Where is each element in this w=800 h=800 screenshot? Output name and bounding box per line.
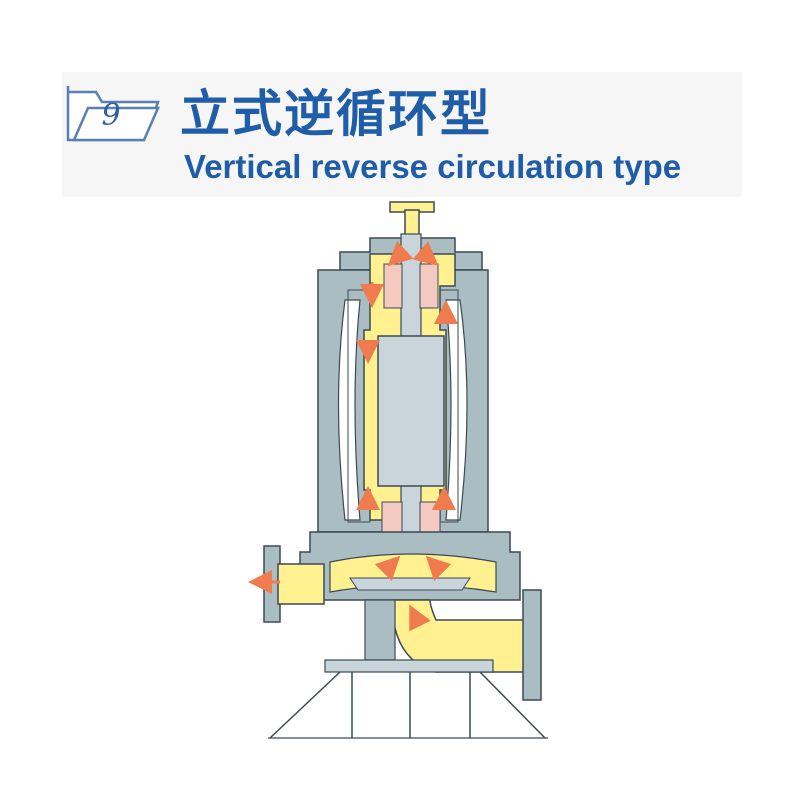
discharge-flange [263, 545, 325, 623]
base-stand [268, 659, 548, 739]
rotor-shaft [377, 233, 445, 595]
badge-number: 9 [101, 98, 121, 133]
title-english: Vertical reverse circulation type [184, 148, 682, 185]
title-chinese: 立式逆循环型 [180, 85, 492, 143]
suction-elbow [364, 589, 542, 701]
pump-casing [299, 531, 521, 601]
header-band [62, 72, 742, 197]
pump-cross-section-diagram [0, 190, 800, 750]
folder-icon: 9 [62, 74, 162, 150]
flow-arrow-icon [248, 240, 458, 632]
